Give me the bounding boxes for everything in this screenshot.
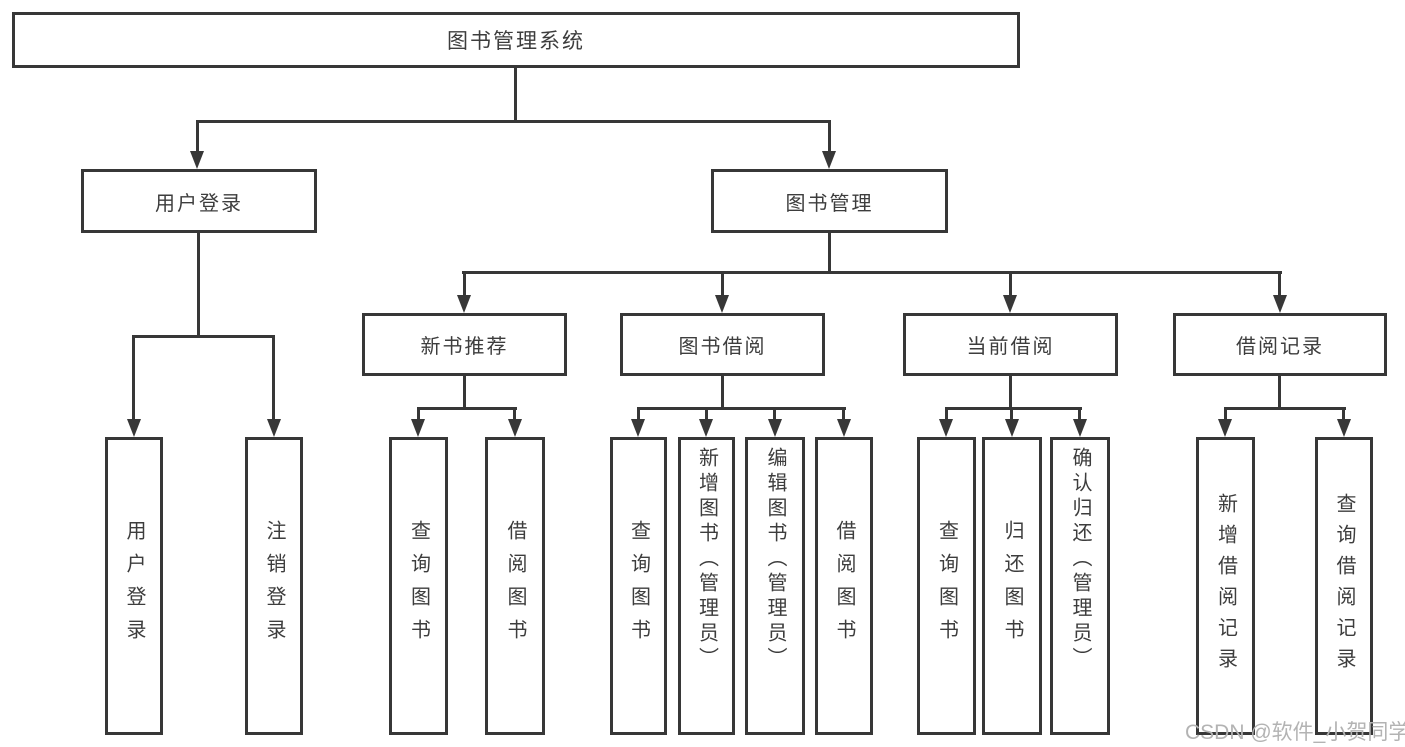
csdn-watermark: CSDN @软件_小贺同学	[1185, 721, 1405, 744]
arrow-to-user-login	[190, 151, 204, 169]
leaf-newbook-borrow-books: 借阅图书	[485, 437, 545, 735]
edge-borrow-records-trunk	[1278, 376, 1281, 407]
node-borrow-records: 借阅记录	[1173, 313, 1387, 376]
edge-user-login-rail	[132, 335, 275, 338]
edge-drop-borrow-records	[1278, 271, 1281, 297]
edge-new-book-rec-trunk	[463, 376, 466, 407]
arrow-to-borrow-records	[1273, 295, 1287, 313]
edge-drop-book-borrow	[721, 271, 724, 297]
edge-drop-bb-borrow	[842, 407, 845, 421]
node-current-borrow-label: 当前借阅	[966, 336, 1055, 358]
node-new-book-rec-label: 新书推荐	[420, 336, 509, 358]
arrow-to-bb-borrow	[837, 419, 851, 437]
edge-drop-nb-borrow	[513, 407, 516, 421]
arrow-to-new-book-rec	[457, 295, 471, 313]
edge-book-borrow-rail	[637, 407, 846, 410]
edge-user-login-trunk	[197, 233, 200, 335]
arrow-to-book-mgmt	[822, 151, 836, 169]
node-current-borrow: 当前借阅	[903, 313, 1118, 376]
leaf-add-books-admin-label: 新增图书（管理员）	[695, 447, 718, 672]
arrow-to-cb-return	[1005, 419, 1019, 437]
leaf-borrow-borrow-books: 借阅图书	[815, 437, 873, 735]
arrow-to-bb-query	[631, 419, 645, 437]
leaf-logout-label: 注销登录	[263, 520, 285, 652]
edge-drop-current-borrow	[1009, 271, 1012, 297]
edge-book-borrow-trunk	[721, 376, 724, 407]
edge-drop-leaf-user-login	[132, 335, 135, 421]
leaf-add-borrow-record: 新增借阅记录	[1196, 437, 1255, 735]
leaf-confirm-return-admin: 确认归还（管理员）	[1050, 437, 1110, 735]
arrow-to-cb-query	[939, 419, 953, 437]
edge-root-rail	[196, 120, 831, 123]
edge-drop-new-book-rec	[463, 271, 466, 297]
leaf-newbook-borrow-books-label: 借阅图书	[504, 520, 526, 652]
arrow-to-current-borrow	[1003, 295, 1017, 313]
edge-book-mgmt-rail	[462, 271, 1282, 274]
arrow-to-br-add	[1218, 419, 1232, 437]
edge-new-book-rec-rail	[417, 407, 517, 410]
leaf-query-borrow-record-label: 查询借阅记录	[1333, 493, 1355, 679]
edge-drop-leaf-logout	[272, 335, 275, 421]
node-book-mgmt: 图书管理	[711, 169, 948, 233]
edge-book-mgmt-trunk	[828, 233, 831, 271]
arrow-to-leaf-user-login	[127, 419, 141, 437]
leaf-confirm-return-admin-label: 确认归还（管理员）	[1069, 447, 1091, 672]
leaf-add-borrow-record-label: 新增借阅记录	[1214, 493, 1237, 679]
edge-current-borrow-rail	[945, 407, 1082, 410]
node-user-login-label: 用户登录	[155, 192, 243, 215]
arrow-to-bb-edit	[768, 419, 782, 437]
arrow-to-br-query	[1337, 419, 1351, 437]
leaf-return-books-label: 归还图书	[1001, 520, 1023, 652]
node-book-mgmt-label: 图书管理	[785, 192, 874, 215]
arrow-to-bb-add	[699, 419, 713, 437]
leaf-borrow-query-books-label: 查询图书	[627, 520, 650, 652]
edge-drop-bb-edit	[773, 407, 776, 421]
edge-drop-nb-query	[417, 407, 420, 421]
edge-root-trunk	[514, 68, 517, 120]
leaf-user-login: 用户登录	[105, 437, 163, 735]
leaf-edit-books-admin-label: 编辑图书（管理员）	[764, 447, 786, 672]
leaf-edit-books-admin: 编辑图书（管理员）	[745, 437, 805, 735]
leaf-current-query-books: 查询图书	[917, 437, 976, 735]
arrow-to-leaf-logout	[267, 419, 281, 437]
arrow-to-cb-confirm	[1073, 419, 1087, 437]
leaf-borrow-query-books: 查询图书	[610, 437, 667, 735]
edge-drop-user-login	[196, 120, 199, 153]
node-book-borrow: 图书借阅	[620, 313, 825, 376]
edge-drop-br-add	[1224, 407, 1227, 421]
node-library-system-label: 图书管理系统	[447, 30, 585, 53]
node-borrow-records-label: 借阅记录	[1236, 336, 1324, 358]
edge-drop-br-query	[1342, 407, 1345, 421]
edge-drop-cb-query	[945, 407, 948, 421]
edge-current-borrow-trunk	[1009, 376, 1012, 407]
node-new-book-rec: 新书推荐	[362, 313, 567, 376]
leaf-borrow-borrow-books-label: 借阅图书	[833, 520, 855, 652]
node-library-system: 图书管理系统	[12, 12, 1020, 68]
leaf-return-books: 归还图书	[982, 437, 1042, 735]
leaf-current-query-books-label: 查询图书	[935, 520, 958, 652]
leaf-newbook-query-books-label: 查询图书	[407, 520, 430, 652]
edge-drop-bb-query	[637, 407, 640, 421]
node-user-login: 用户登录	[81, 169, 317, 233]
edge-drop-cb-confirm	[1078, 407, 1081, 421]
edge-drop-bb-add	[705, 407, 708, 421]
arrow-to-book-borrow	[715, 295, 729, 313]
leaf-query-borrow-record: 查询借阅记录	[1315, 437, 1373, 735]
leaf-logout: 注销登录	[245, 437, 303, 735]
arrow-to-nb-query	[411, 419, 425, 437]
leaf-add-books-admin: 新增图书（管理员）	[678, 437, 735, 735]
edge-drop-book-mgmt	[828, 120, 831, 153]
leaf-newbook-query-books: 查询图书	[389, 437, 448, 735]
arrow-to-nb-borrow	[508, 419, 522, 437]
node-book-borrow-label: 图书借阅	[678, 336, 767, 358]
edge-borrow-records-rail	[1224, 407, 1346, 410]
leaf-user-login-label: 用户登录	[123, 520, 145, 652]
edge-drop-cb-return	[1010, 407, 1013, 421]
